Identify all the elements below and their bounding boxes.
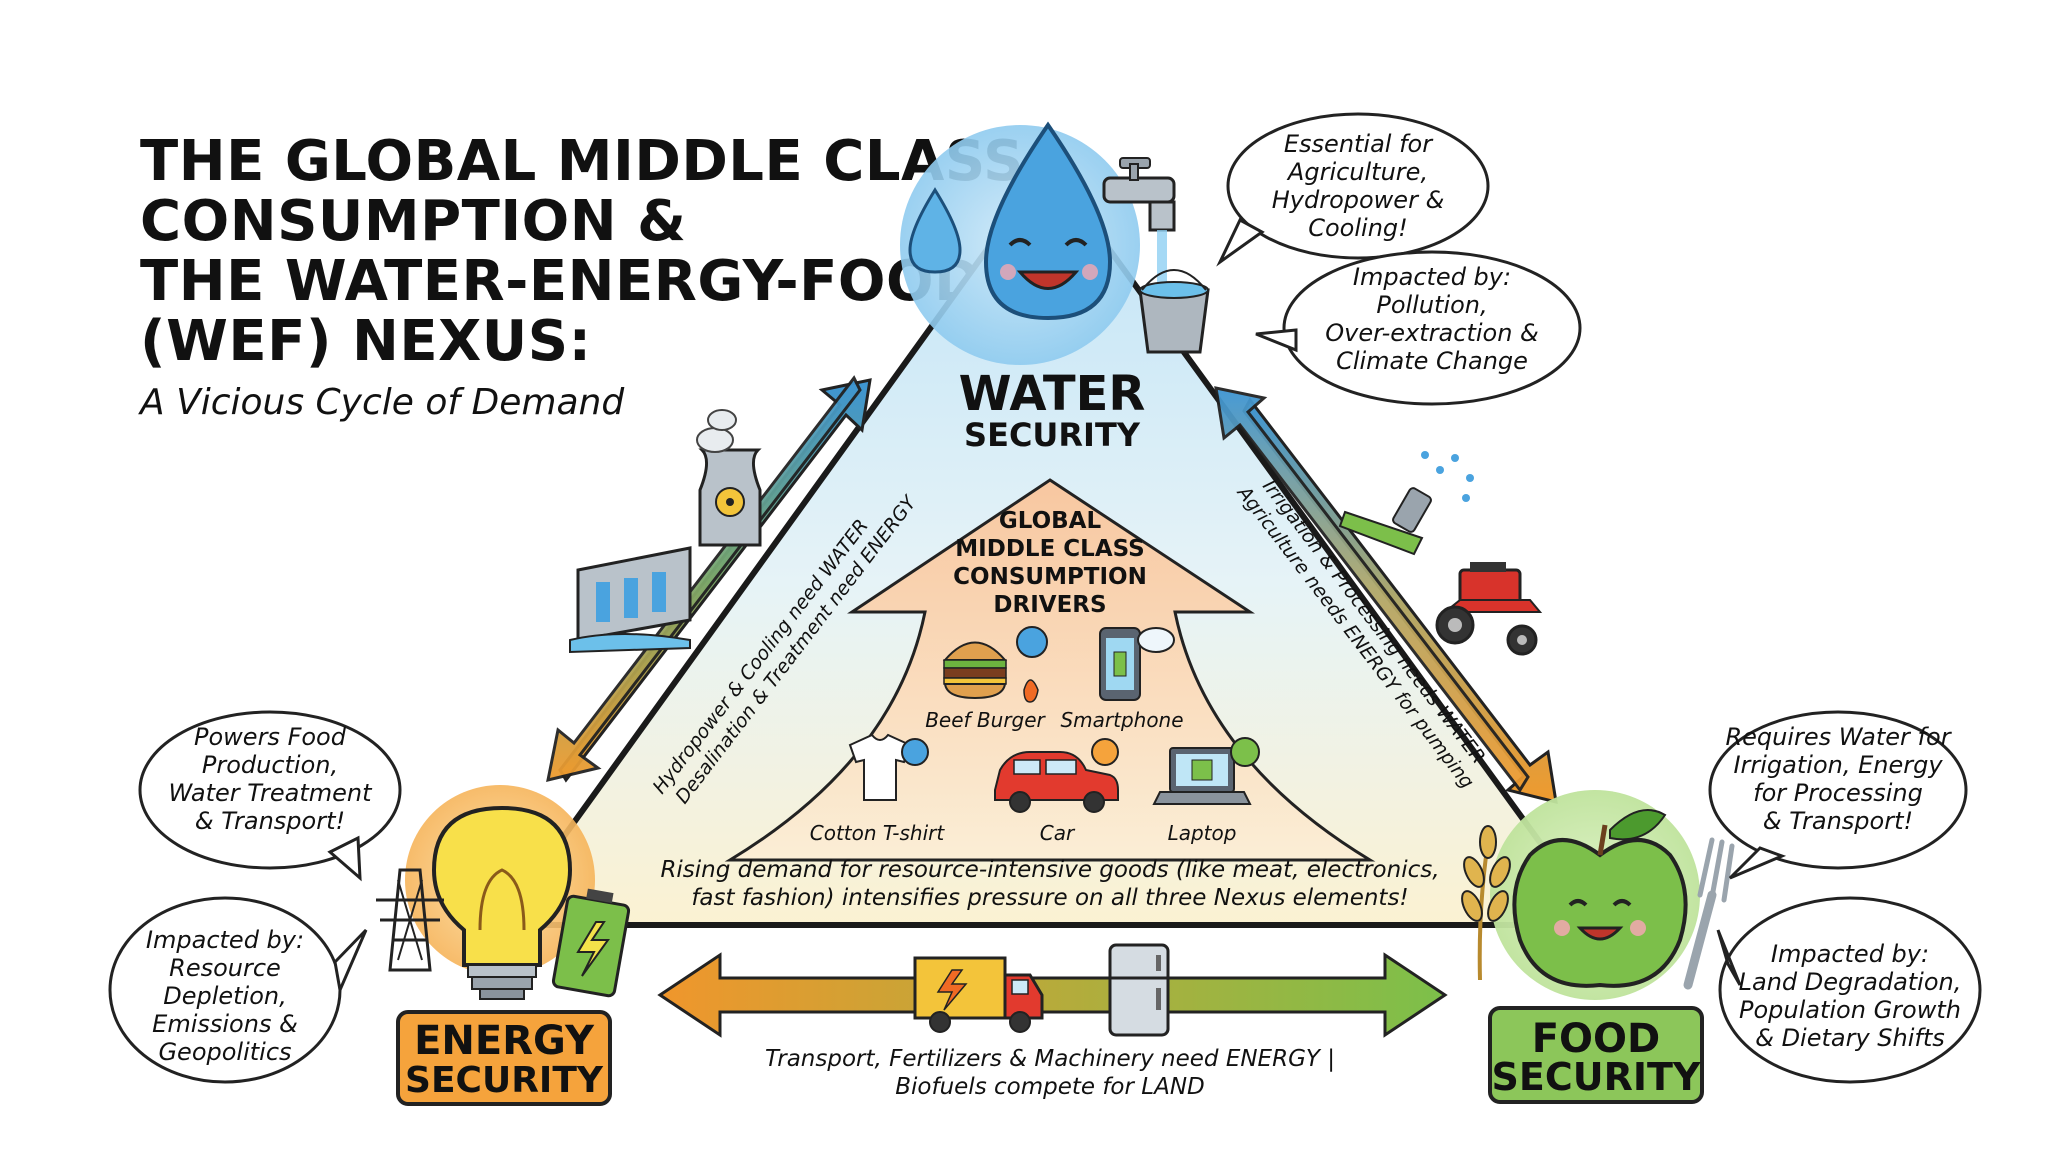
- water-impacted-line-3: Over-extraction &: [1325, 319, 1539, 347]
- water-energy-arrow: [546, 375, 872, 783]
- energy-impacted-bubble: Impacted by: Resource Depletion, Emissio…: [108, 896, 368, 1084]
- energy-node: ENERGY SECURITY: [376, 785, 631, 1106]
- water-label-line-1: WATER: [959, 366, 1146, 422]
- dam-icon: [569, 546, 692, 654]
- title-line-1: THE GLOBAL MIDDLE CLASS: [140, 129, 1024, 194]
- apple-icon: [1512, 809, 1688, 988]
- energy-impacted-line-4: Emissions &: [152, 1010, 298, 1038]
- energy-food-link-line-1: Transport, Fertilizers & Machinery need …: [765, 1046, 1335, 1072]
- energy-food-arrow: [657, 952, 1448, 1038]
- food-label-line-1: FOOD: [1532, 1016, 1661, 1062]
- drivers-caption-line-1: Rising demand for resource-intensive goo…: [660, 857, 1439, 883]
- car-icon: [994, 738, 1119, 813]
- water-impacted-line-2: Pollution,: [1376, 291, 1487, 319]
- food-impacted-line-2: Land Degradation,: [1739, 968, 1962, 996]
- water-impacted-line-1: Impacted by:: [1353, 263, 1511, 291]
- title-block: THE GLOBAL MIDDLE CLASS CONSUMPTION & TH…: [138, 129, 1024, 423]
- food-requires-bubble: Requires Water for Irrigation, Energy fo…: [1708, 710, 1968, 880]
- energy-impacted-line-5: Geopolitics: [158, 1038, 291, 1066]
- energy-powers-line-4: & Transport!: [195, 807, 345, 835]
- bucket-icon: [1138, 269, 1210, 354]
- consumption-drivers-panel: GLOBAL MIDDLE CLASS CONSUMPTION DRIVERS …: [660, 478, 1440, 911]
- smartphone-label: Smartphone: [1060, 708, 1183, 732]
- water-food-arrow: [1214, 386, 1558, 805]
- drivers-caption-line-2: fast fashion) intensifies pressure on al…: [691, 885, 1408, 911]
- energy-food-link-text: Transport, Fertilizers & Machinery need …: [765, 1046, 1335, 1100]
- laptop-icon: [1152, 737, 1260, 805]
- burger-icon: [942, 626, 1048, 703]
- sprinkler-icon: [1338, 451, 1474, 556]
- wheat-icon: [1461, 825, 1511, 981]
- energy-powers-line-3: Water Treatment: [168, 779, 373, 807]
- fridge-icon: [1108, 943, 1170, 1037]
- nuclear-plant-icon: [696, 409, 762, 547]
- title-line-3: THE WATER-ENERGY-FOOD: [140, 249, 981, 314]
- water-essential-bubble: Essential for Agriculture, Hydropower & …: [1216, 112, 1490, 267]
- water-drop-icon: [983, 121, 1113, 321]
- energy-impacted-line-2: Resource: [169, 954, 281, 982]
- car-label: Car: [1040, 821, 1076, 845]
- drivers-title-line-1: GLOBAL: [999, 508, 1102, 534]
- burger-label: Beef Burger: [925, 708, 1046, 732]
- water-node: WATER SECURITY: [900, 121, 1210, 454]
- energy-powers-bubble: Powers Food Production, Water Treatment …: [138, 710, 402, 882]
- water-essential-line-2: Agriculture,: [1286, 158, 1428, 186]
- water-essential-line-4: Cooling!: [1308, 214, 1408, 242]
- water-impacted-bubble: Impacted by: Pollution, Over-extraction …: [1255, 250, 1582, 406]
- water-essential-line-1: Essential for: [1284, 130, 1434, 158]
- faucet-icon: [1102, 157, 1176, 290]
- food-impacted-line-3: Population Growth: [1739, 996, 1961, 1024]
- water-label-line-2: SECURITY: [964, 416, 1141, 454]
- drivers-title-line-2: MIDDLE CLASS: [955, 536, 1144, 562]
- energy-label-line-1: ENERGY: [414, 1018, 595, 1064]
- food-impacted-bubble: Impacted by: Land Degradation, Populatio…: [1716, 896, 1982, 1084]
- energy-impacted-line-3: Depletion,: [163, 982, 287, 1010]
- food-requires-line-3: for Processing: [1753, 779, 1923, 807]
- laptop-label: Laptop: [1168, 821, 1237, 845]
- battery-icon: [551, 888, 631, 998]
- energy-impacted-line-1: Impacted by:: [146, 926, 304, 954]
- tshirt-label: Cotton T-shirt: [810, 821, 946, 845]
- food-impacted-line-4: & Dietary Shifts: [1755, 1024, 1945, 1052]
- food-node: FOOD SECURITY: [1461, 790, 1735, 1104]
- food-requires-line-1: Requires Water for: [1725, 723, 1952, 751]
- fork-icon: [1683, 837, 1735, 990]
- food-label-line-2: SECURITY: [1492, 1055, 1701, 1099]
- energy-powers-line-2: Production,: [202, 751, 338, 779]
- energy-food-link-line-2: Biofuels compete for LAND: [895, 1074, 1205, 1100]
- tshirt-icon: [848, 733, 929, 801]
- drivers-title-line-3: CONSUMPTION: [953, 564, 1147, 590]
- water-impacted-line-4: Climate Change: [1336, 347, 1528, 375]
- food-requires-line-4: & Transport!: [1763, 807, 1913, 835]
- title-line-4: (WEF) NEXUS:: [140, 309, 591, 374]
- title-line-2: CONSUMPTION &: [140, 189, 686, 254]
- tractor-icon: [1435, 562, 1543, 656]
- water-essential-line-3: Hydropower &: [1272, 186, 1445, 214]
- lightbulb-icon: [431, 805, 573, 1000]
- truck-icon: [913, 956, 1044, 1033]
- subtitle: A Vicious Cycle of Demand: [138, 382, 625, 423]
- food-requires-line-2: Irrigation, Energy: [1733, 751, 1943, 779]
- food-impacted-line-1: Impacted by:: [1771, 940, 1929, 968]
- power-tower-icon: [376, 868, 444, 972]
- energy-powers-line-1: Powers Food: [194, 723, 347, 751]
- energy-label-line-2: SECURITY: [405, 1060, 604, 1101]
- drivers-title-line-4: DRIVERS: [993, 592, 1106, 618]
- smartphone-icon: [1099, 627, 1175, 701]
